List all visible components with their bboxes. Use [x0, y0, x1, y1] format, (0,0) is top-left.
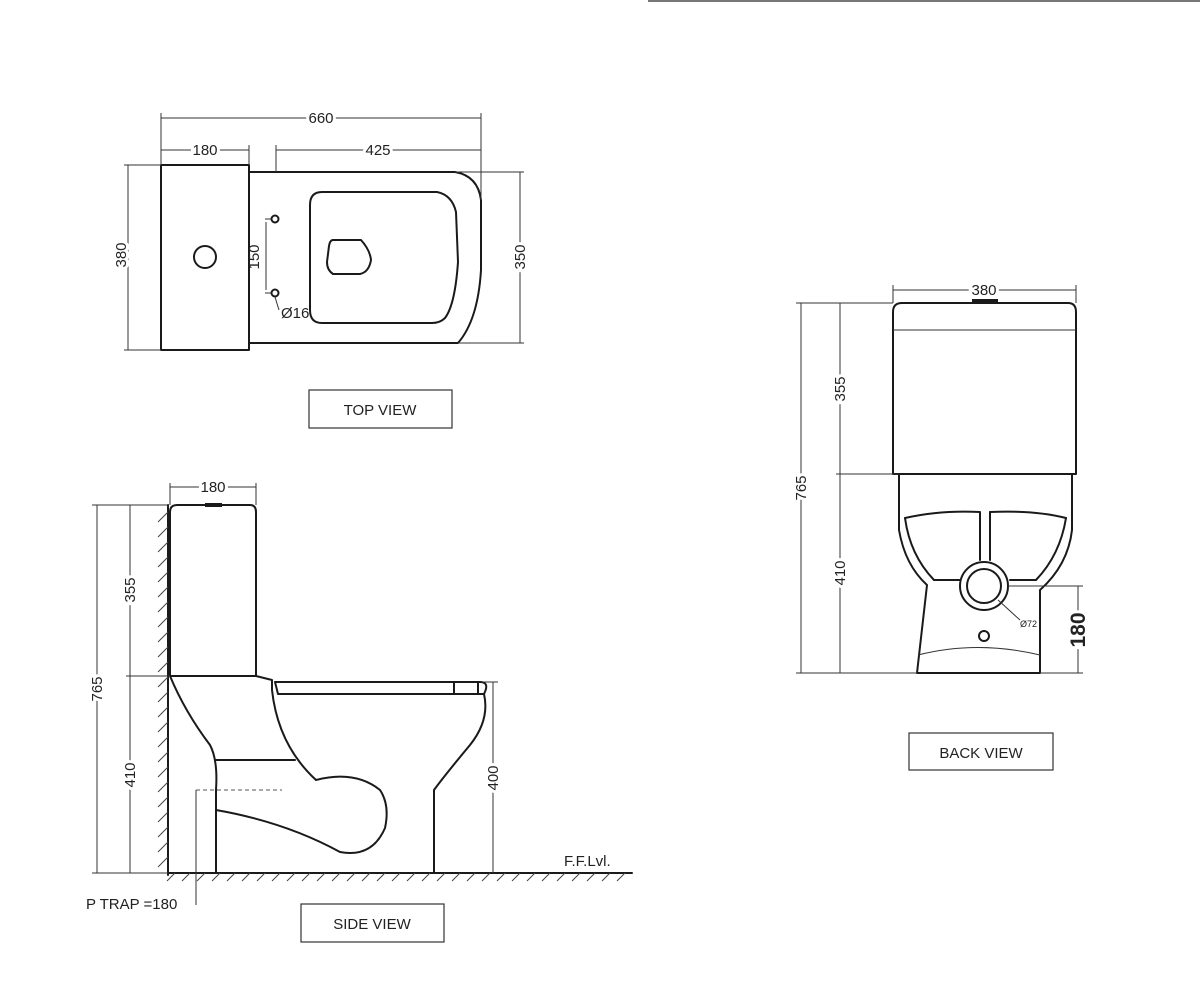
top-view-fixing-hole-2	[270, 288, 280, 298]
top-view-dim-180: 180	[192, 142, 217, 159]
back-view-small-hole	[978, 630, 990, 642]
top-view-flush-hole	[193, 245, 217, 269]
back-view-dim-180: 180	[1067, 612, 1090, 647]
back-view-bowl	[898, 473, 1073, 674]
side-view-bowl-front	[169, 675, 218, 874]
side-view-ptrap-label: P TRAP =180	[86, 896, 177, 913]
top-view-fixing-dia: Ø16	[281, 305, 309, 322]
back-view-label: BACK VIEW	[939, 745, 1023, 762]
back-view: Ø72 380 765 355 410 180 BACK VIEW	[790, 279, 1093, 771]
top-view-bowl-outline	[248, 171, 482, 344]
side-view-floor-hatch	[166, 872, 626, 882]
side-view-floor-label: F.F.Lvl.	[564, 853, 611, 870]
back-view-label-box	[908, 732, 1054, 771]
side-view-dim-400: 400	[485, 765, 502, 790]
side-view-dim-765: 765	[89, 676, 106, 701]
top-view-label-box	[308, 389, 453, 429]
top-view-dim-660: 660	[308, 110, 333, 127]
top-view-bowl-opening	[326, 239, 372, 275]
back-view-dim-410: 410	[832, 560, 849, 585]
top-view-seat-lid	[309, 191, 459, 324]
back-view-dim-355: 355	[832, 376, 849, 401]
side-view-tank	[169, 504, 257, 677]
side-view-label: SIDE VIEW	[333, 916, 411, 933]
side-view-dim-355: 355	[122, 577, 139, 602]
back-view-dim-765: 765	[793, 475, 810, 500]
top-view-fixing-hole-1	[270, 214, 280, 224]
side-view-dim-410: 410	[122, 762, 139, 787]
side-view-label-box	[300, 903, 445, 943]
top-view-label: TOP VIEW	[344, 402, 418, 419]
back-view-tank	[892, 302, 1077, 475]
side-view-wall-hatch	[157, 511, 169, 868]
top-view-fixing-spacing: 150	[246, 244, 263, 269]
back-view-dim-380: 380	[971, 282, 996, 299]
top-view-tank	[160, 164, 250, 351]
side-view: 180 765 355 410 400 F.F.Lvl. P TRAP =180…	[86, 476, 633, 943]
side-view-trapway	[215, 689, 388, 854]
top-view-dim-425: 425	[365, 142, 390, 159]
top-view-dim-380: 380	[113, 242, 130, 267]
back-view-outlet-dia: Ø72	[1020, 619, 1037, 629]
top-view: 150 Ø16 660 180 425 380 350 TOP VIEW	[110, 107, 532, 429]
side-view-dim-180: 180	[200, 479, 225, 496]
top-view-dim-350: 350	[512, 244, 529, 269]
side-view-bowl-back	[433, 693, 487, 874]
